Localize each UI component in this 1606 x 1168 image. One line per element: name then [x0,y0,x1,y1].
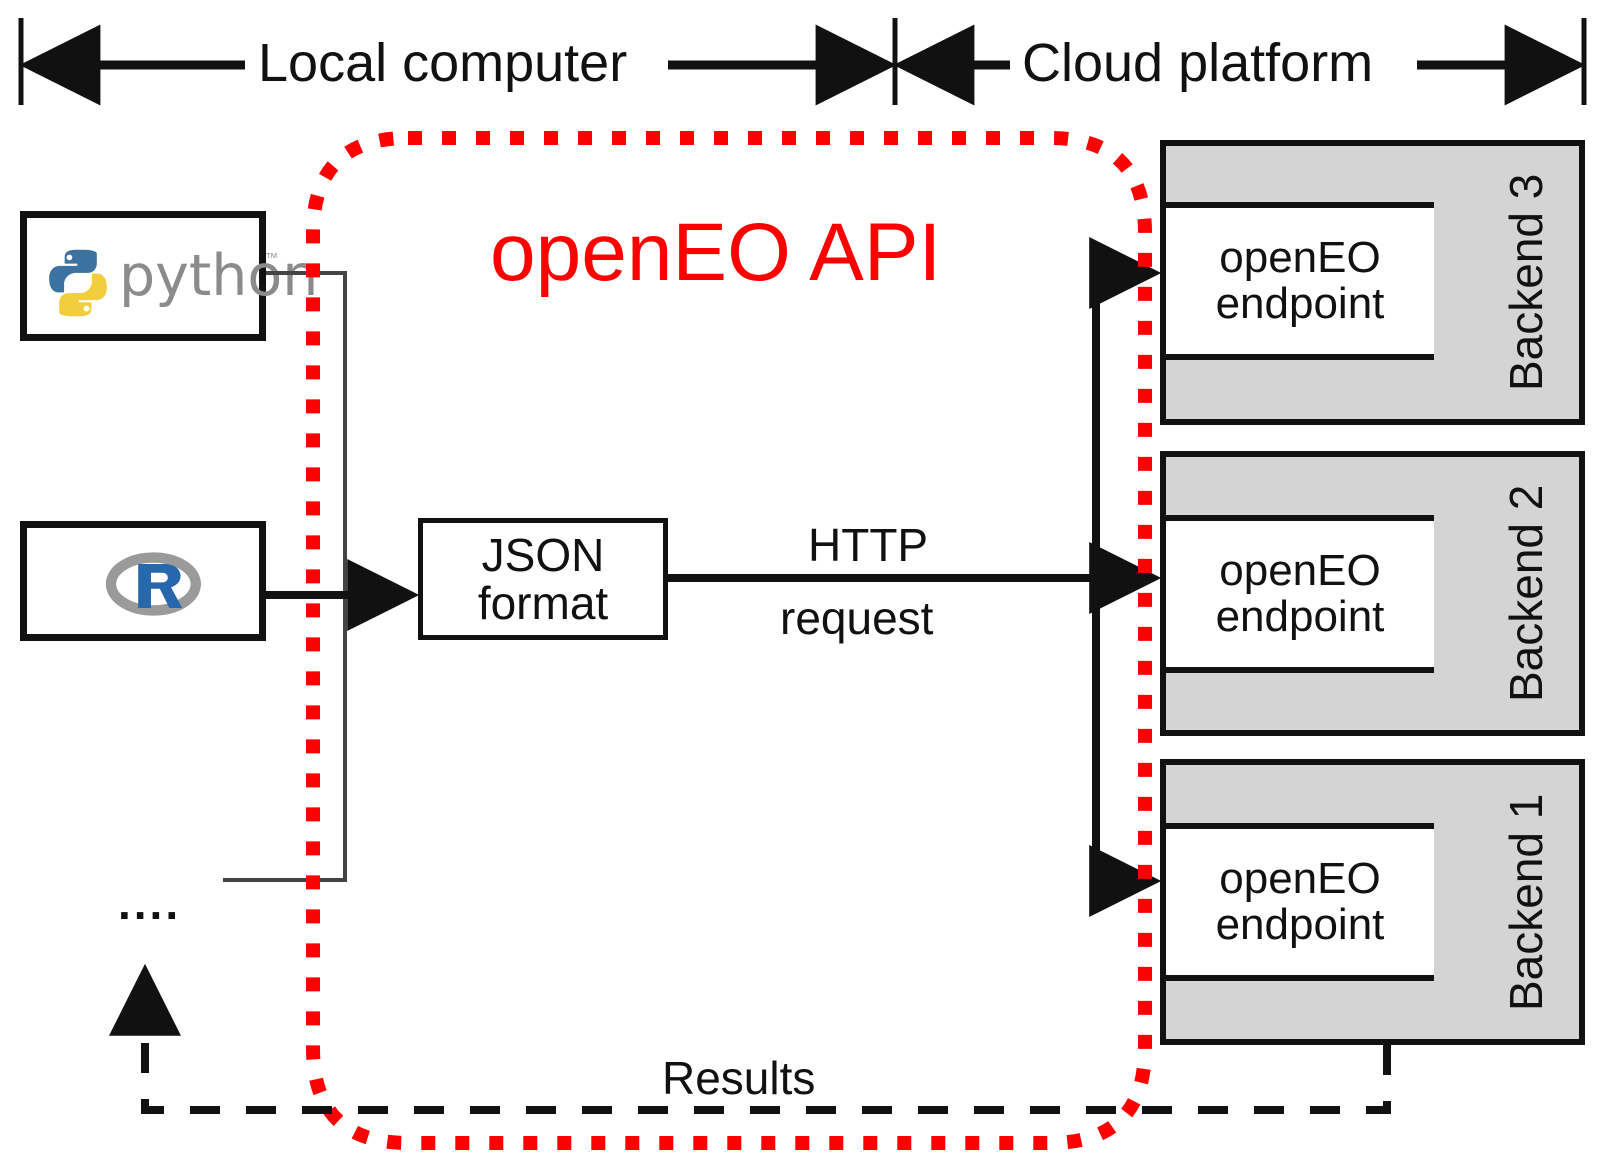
python-wordmark: python [119,243,319,309]
endpoint-line1: openEO [1219,853,1381,903]
json-format-line2: format [477,577,609,629]
python-trademark-icon: ™ [265,250,278,265]
python-logo-icon [49,249,107,317]
backend-3-title: Backend 3 [1500,173,1552,392]
backend-1-endpoint-box: openEO endpoint [1166,823,1434,981]
endpoint-line2: endpoint [1215,592,1385,641]
endpoint-line2: endpoint [1215,279,1385,328]
http-label-line2: request [780,592,934,644]
backend-3-endpoint-box: openEO endpoint [1166,202,1434,360]
backend-2-box: openEO endpoint Backend 2 [1160,451,1585,736]
backend-1-box: openEO endpoint Backend 1 [1160,759,1585,1045]
endpoint-line1: openEO [1219,545,1381,595]
results-label: Results [648,1055,830,1101]
python-client-box: python ™ [20,211,318,341]
cloud-platform-label: Cloud platform [1022,33,1374,93]
r-client-box [20,521,266,641]
local-computer-label: Local computer [258,33,628,93]
openeo-api-title: openEO API [490,207,942,298]
more-clients-ellipsis: .... [118,877,182,929]
endpoint-line1: openEO [1219,232,1381,282]
http-label-line1: HTTP [808,519,929,571]
backend-3-box: openEO endpoint Backend 3 [1160,140,1585,425]
backend-2-endpoint-box: openEO endpoint [1166,515,1434,673]
backend-1-title: Backend 1 [1500,793,1552,1011]
json-format-line1: JSON [481,528,605,581]
backend-2-title: Backend 2 [1500,484,1552,703]
endpoint-line2: endpoint [1215,900,1385,949]
r-logo-icon [105,552,201,616]
json-format-box: JSON format [418,518,668,640]
